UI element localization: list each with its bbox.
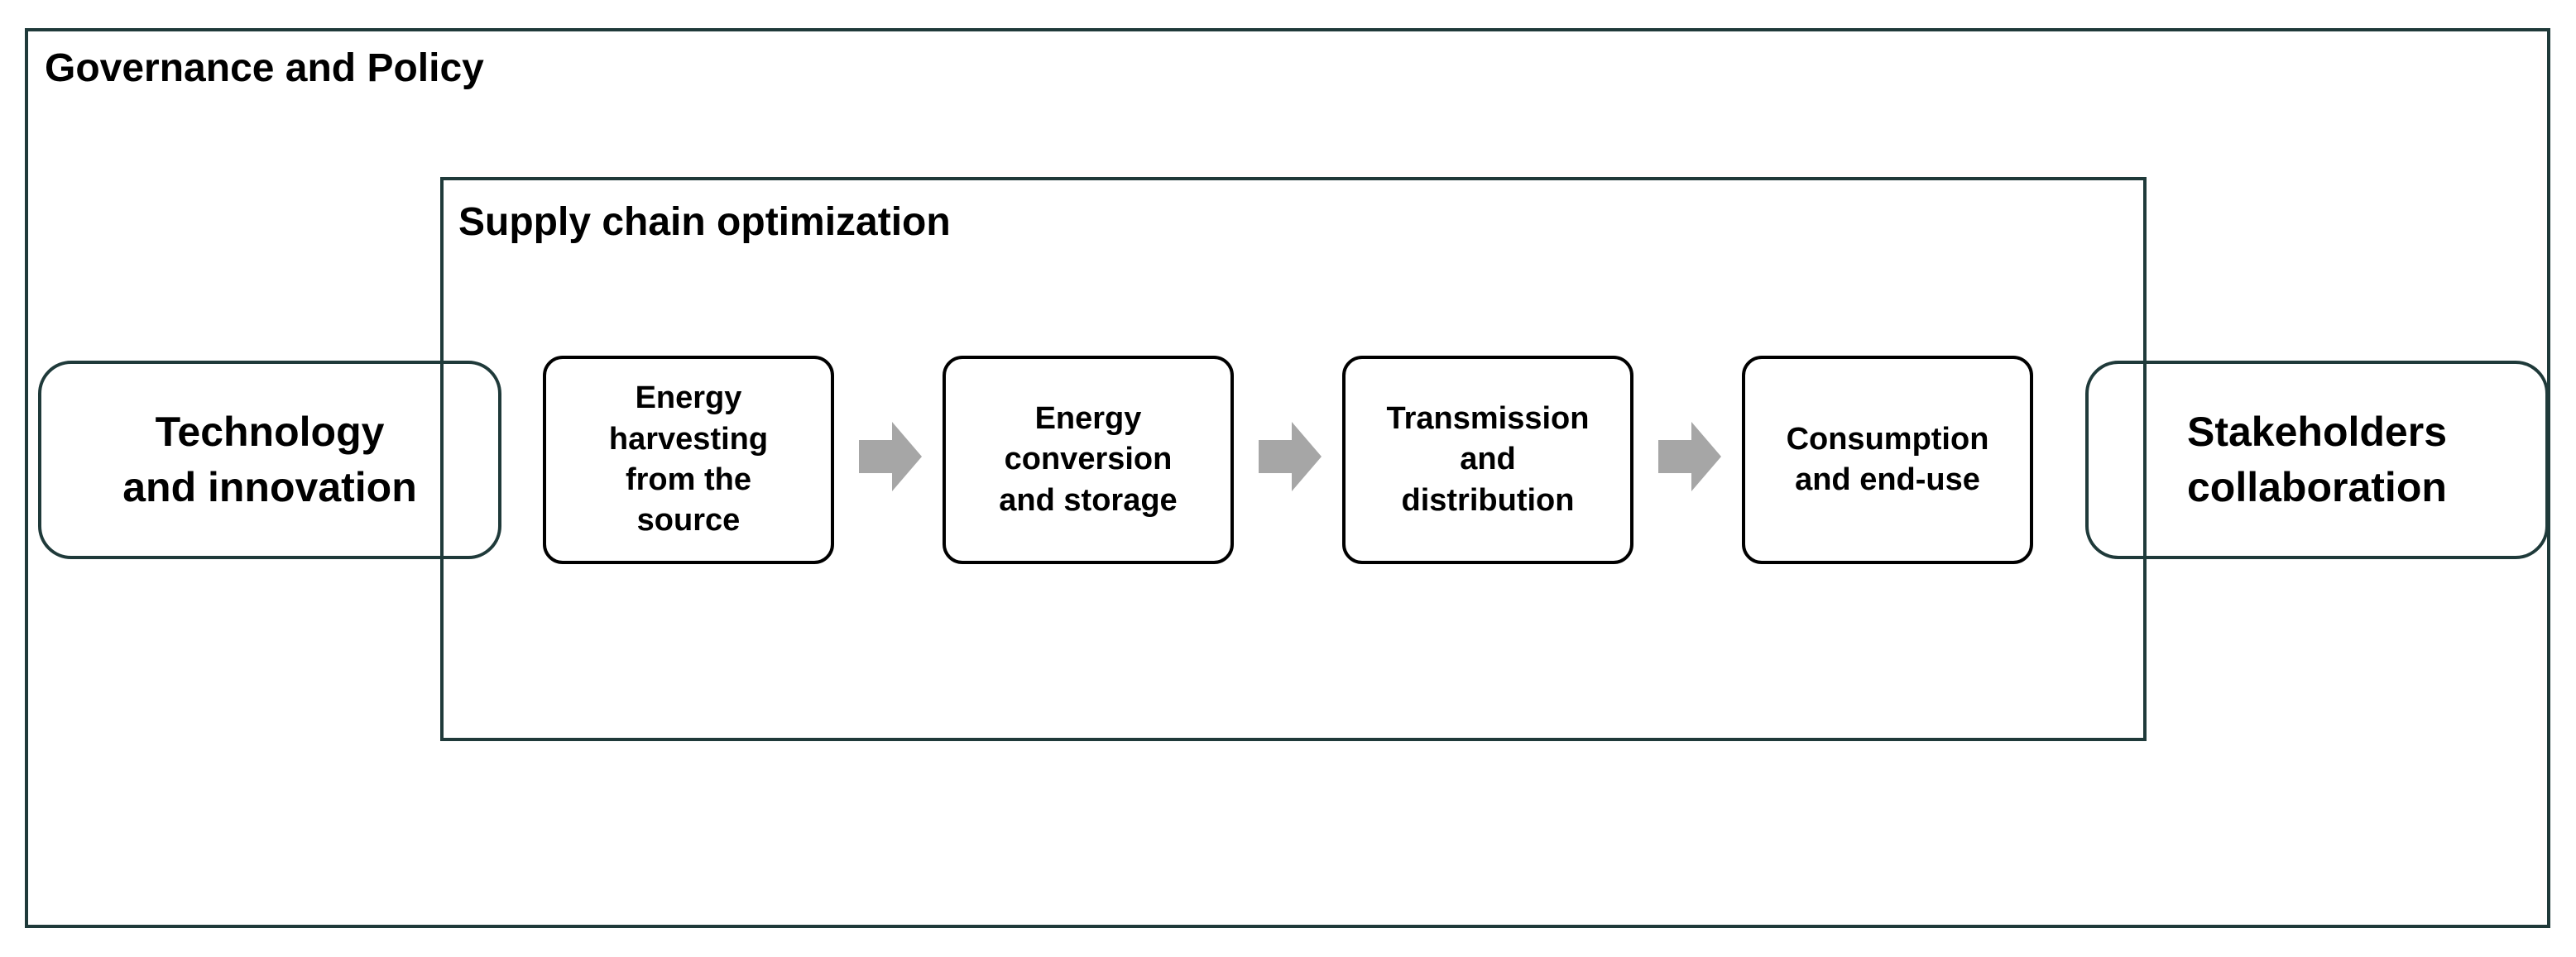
governance-policy-frame bbox=[25, 28, 2550, 928]
step-energy-harvesting-label: Energy harvesting from the source bbox=[608, 380, 769, 538]
step-consumption-end-use-label: Consumption and end-use bbox=[1786, 421, 1989, 497]
right-arrow-icon-shape bbox=[859, 422, 922, 491]
step-energy-harvesting: Energy harvesting from the source bbox=[543, 356, 834, 564]
stakeholders-collaboration-label: Stakeholders collaboration bbox=[2186, 408, 2447, 511]
technology-innovation-box: Technology and innovation bbox=[38, 361, 501, 559]
step-consumption-end-use: Consumption and end-use bbox=[1742, 356, 2033, 564]
supply-chain-title: Supply chain optimization bbox=[458, 200, 951, 244]
stakeholders-collaboration-box: Stakeholders collaboration bbox=[2085, 361, 2549, 559]
right-arrow-icon-shape bbox=[1259, 422, 1322, 491]
step-transmission-distribution: Transmission and distribution bbox=[1342, 356, 1633, 564]
step-energy-conversion: Energy conversion and storage bbox=[943, 356, 1234, 564]
right-arrow-icon-shape bbox=[1658, 422, 1721, 491]
technology-innovation-label: Technology and innovation bbox=[122, 408, 417, 511]
step-transmission-distribution-label: Transmission and distribution bbox=[1386, 400, 1590, 518]
governance-policy-title: Governance and Policy bbox=[45, 46, 484, 90]
right-arrow-icon bbox=[1658, 422, 1721, 491]
right-arrow-icon bbox=[859, 422, 922, 491]
right-arrow-icon bbox=[1259, 422, 1322, 491]
step-energy-conversion-label: Energy conversion and storage bbox=[999, 400, 1178, 518]
supply-chain-frame bbox=[440, 177, 2147, 741]
